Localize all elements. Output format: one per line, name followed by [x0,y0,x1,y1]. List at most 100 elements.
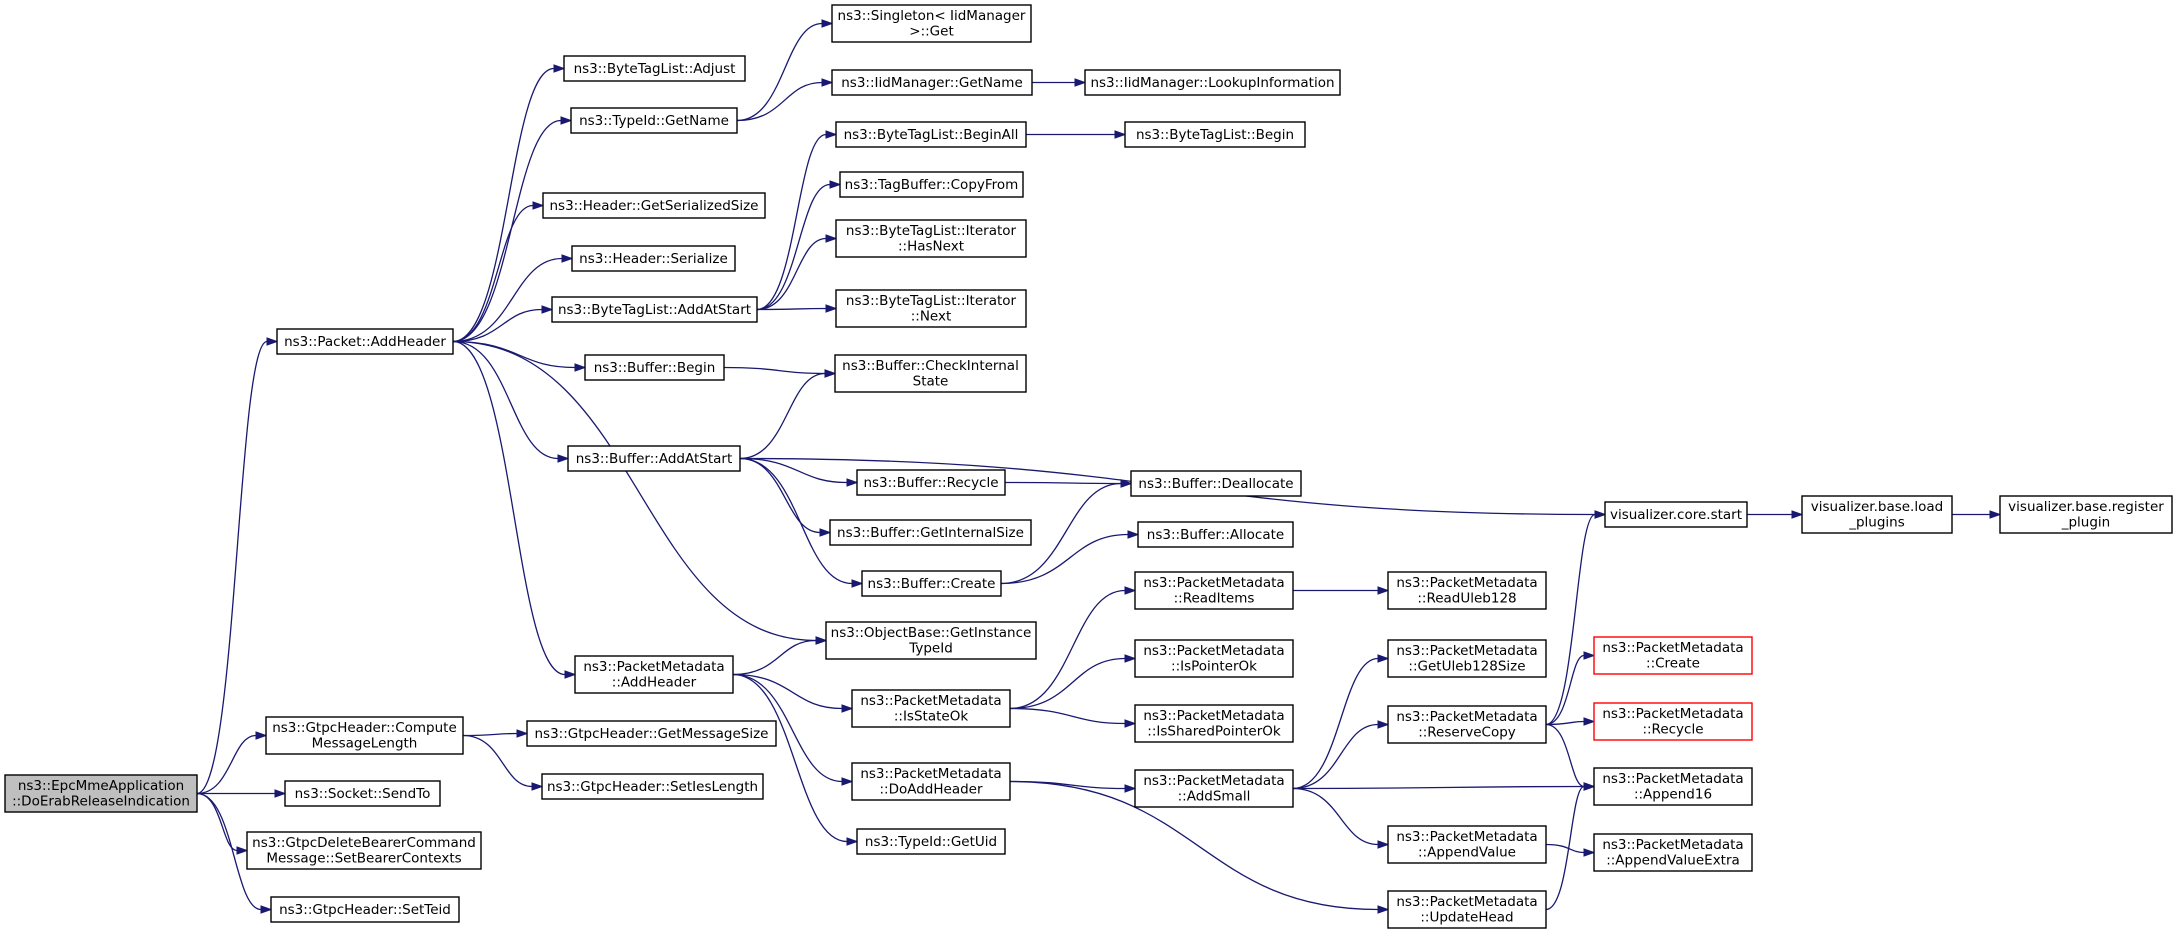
function-node-pmdoaddheader[interactable]: ns3::PacketMetadata::DoAddHeader [851,762,1011,801]
call-edge-bufcreate-to-bufdeallocate [1000,479,1133,585]
function-node-singletonget[interactable]: ns3::Singleton< IidManager>::Get [831,4,1032,43]
edge-line [452,204,534,343]
function-node-bufdeallocate[interactable]: ns3::Buffer::Deallocate [1130,470,1302,497]
function-node-bufgetinternalsize[interactable]: ns3::Buffer::GetInternalSize [829,519,1032,546]
function-node-typeidgetname[interactable]: ns3::TypeId::GetName [570,107,738,134]
function-node-bufallocate[interactable]: ns3::Buffer::Allocate [1137,521,1294,548]
function-node-pmgetulebsize[interactable]: ns3::PacketMetadata::GetUleb128Size [1387,639,1547,678]
call-edge-root-to-gtpccompute [196,731,268,795]
function-node-pmappend16[interactable]: ns3::PacketMetadata::Append16 [1593,767,1753,806]
function-node-setteid[interactable]: ns3::GtpcHeader::SetTeid [270,896,460,923]
function-node-btlbeginall[interactable]: ns3::ByteTagList::BeginAll [835,121,1027,148]
function-node-vizcorestart[interactable]: visualizer.core.start [1604,501,1748,528]
node-label-line: ns3::GtpcHeader::GetMessageSize [535,726,769,742]
function-node-pmappendvalue[interactable]: ns3::PacketMetadata::AppendValue [1387,825,1547,864]
node-box [835,219,1027,258]
function-node-pmreaduleb[interactable]: ns3::PacketMetadata::ReadUleb128 [1387,571,1547,610]
function-node-hdrserialize[interactable]: ns3::Header::Serialize [571,245,736,272]
function-node-gtpcseties[interactable]: ns3::GtpcHeader::SetIesLength [541,773,764,800]
node-box [542,192,766,219]
function-node-iidlookup[interactable]: ns3::IidManager::LookupInformation [1084,69,1341,96]
function-node-btlbegin[interactable]: ns3::ByteTagList::Begin [1124,121,1306,148]
edge-line [739,372,826,460]
call-edge-addheader-to-objgetinstance [452,340,828,645]
edge-line [739,457,848,484]
arrowhead-icon [541,305,554,314]
arrowhead-icon [821,78,834,87]
node-box [851,689,1011,728]
function-node-pmaddsmall[interactable]: ns3::PacketMetadata::AddSmall [1134,769,1294,808]
edge-line [1545,513,1596,726]
node-label-line: ::Append16 [1634,787,1712,803]
call-edge-typeidgetname-to-iidgetname [736,78,834,122]
function-node-typeidgetuid[interactable]: ns3::TypeId::GetUid [856,828,1006,855]
function-node-bufaddatstart[interactable]: ns3::Buffer::AddAtStart [567,445,741,472]
node-label-line: _plugins [1848,515,1905,531]
function-node-bufcreate[interactable]: ns3::Buffer::Create [861,570,1002,597]
node-label-line: State [913,374,949,390]
function-node-hdrgetsersize[interactable]: ns3::Header::GetSerializedSize [542,192,766,219]
function-node-btliternext[interactable]: ns3::ByteTagList::Iterator::Next [835,289,1027,328]
arrowhead-icon [846,478,859,487]
function-node-setbearerctx[interactable]: ns3::GtpcDeleteBearerCommandMessage::Set… [246,831,482,870]
call-edge-root-to-socketsendto [197,789,287,798]
arrowhead-icon [561,254,574,263]
function-node-pmispointerok[interactable]: ns3::PacketMetadata::IsPointerOk [1134,639,1294,678]
node-label-line: ns3::PacketMetadata [1396,643,1537,659]
edge-line [1009,780,1126,790]
call-edge-bufaddatstart-to-bufrecycle [739,457,859,487]
node-box [829,519,1032,546]
function-node-gtpcgetmsgsize[interactable]: ns3::GtpcHeader::GetMessageSize [526,720,777,747]
edge-line [196,734,257,795]
arrowhead-icon [260,905,273,914]
node-label-line: ns3::TypeId::GetUid [865,834,997,850]
call-edge-pmreaditems-to-pmreaduleb [1293,586,1390,595]
function-node-btladdatstart[interactable]: ns3::ByteTagList::AddAtStart [551,296,758,323]
function-node-pmaddheader[interactable]: ns3::PacketMetadata::AddHeader [574,655,734,694]
edge-line [1292,785,1585,790]
node-box [584,354,725,381]
node-label-line: ns3::PacketMetadata [583,659,724,675]
function-node-pmisstateok[interactable]: ns3::PacketMetadata::IsStateOk [851,689,1011,728]
function-node-vizloadplugins[interactable]: visualizer.base.load_plugins [1801,495,1953,534]
function-node-bufbegin[interactable]: ns3::Buffer::Begin [584,354,725,381]
function-node-tagcopyfrom[interactable]: ns3::TagBuffer::CopyFrom [839,171,1024,198]
function-node-btladjust[interactable]: ns3::ByteTagList::Adjust [563,55,746,82]
function-node-pmupdatehead[interactable]: ns3::PacketMetadata::UpdateHead [1387,890,1547,929]
node-label-line: ns3::IidManager::GetName [841,75,1023,91]
function-node-socketsendto[interactable]: ns3::Socket::SendTo [284,780,441,807]
function-node-vizregisterplugin[interactable]: visualizer.base.register_plugin [1999,495,2173,534]
call-edge-root-to-addheader [196,337,279,795]
function-node-pmcreate[interactable]: ns3::PacketMetadata::Create [1593,636,1753,675]
node-label-line: ns3::Buffer::Allocate [1147,527,1284,543]
node-label-line: ns3::ByteTagList::AddAtStart [558,302,751,318]
function-node-pmrecycle[interactable]: ns3::PacketMetadata::Recycle [1593,702,1753,741]
function-node-iidgetname[interactable]: ns3::IidManager::GetName [831,69,1033,96]
arrowhead-icon [516,729,529,738]
function-node-pmappendvalueextra[interactable]: ns3::PacketMetadata::AppendValueExtra [1593,833,1753,872]
function-node-pmreservecopy[interactable]: ns3::PacketMetadata::ReserveCopy [1387,705,1547,744]
function-node-bufrecycle[interactable]: ns3::Buffer::Recycle [856,469,1006,496]
edge-line [732,673,848,843]
arrowhead-icon [1583,717,1596,726]
node-label-line: ns3::Buffer::Create [868,576,996,592]
function-node-addheader[interactable]: ns3::Packet::AddHeader [276,328,454,355]
function-node-btliterhasnext[interactable]: ns3::ByteTagList::Iterator::HasNext [835,219,1027,258]
edge-line [1545,720,1585,726]
node-label-line: ns3::Header::Serialize [579,251,728,267]
node-label-line: ns3::PacketMetadata [1143,773,1284,789]
edge-line [1545,723,1585,788]
function-node-pmreaditems[interactable]: ns3::PacketMetadata::ReadItems [1134,571,1294,610]
arrowhead-icon [819,528,832,537]
node-box [1084,69,1341,96]
function-node-root[interactable]: ns3::EpcMmeApplication::DoErabReleaseInd… [4,774,198,813]
arrowhead-icon [1127,530,1140,539]
node-label-line: MessageLength [312,736,418,752]
function-node-pmissharedptrok[interactable]: ns3::PacketMetadata::IsSharedPointerOk [1134,704,1294,743]
node-label-line: ns3::PacketMetadata [860,693,1001,709]
node-label-line: _plugin [2061,515,2111,531]
edge-line [1292,723,1379,790]
